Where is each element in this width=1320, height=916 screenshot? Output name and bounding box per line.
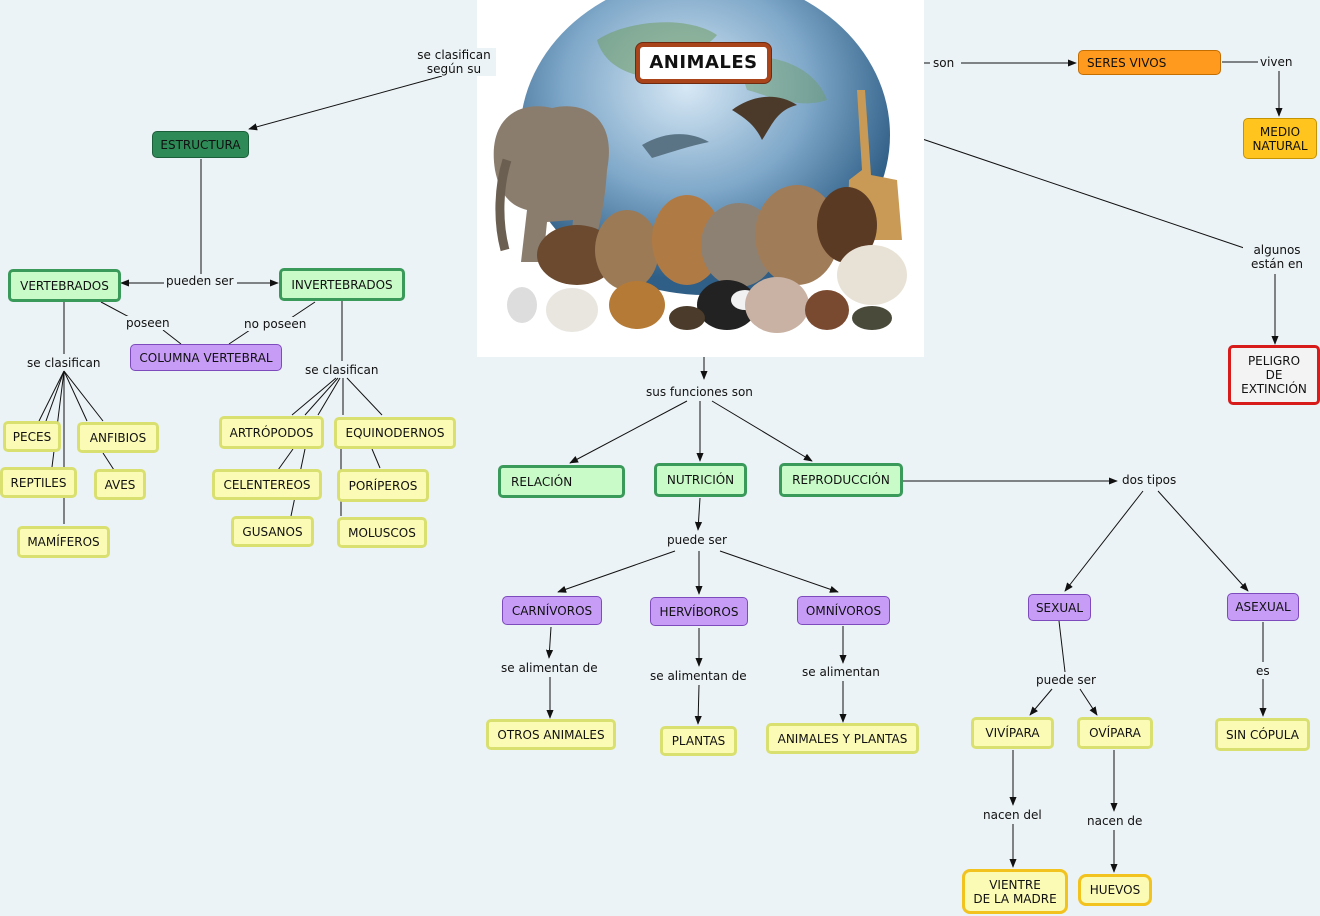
concept-otros-animales[interactable]: OTROS ANIMALES [486, 719, 616, 750]
concept-moluscos[interactable]: MOLUSCOS [337, 517, 427, 548]
concept-nutricion[interactable]: NUTRICIÓN [654, 463, 747, 497]
concept-vivipara[interactable]: VIVÍPARA [971, 717, 1054, 749]
concept-asexual[interactable]: ASEXUAL [1227, 593, 1299, 621]
concept-herviboros[interactable]: HERVÍBOROS [650, 597, 748, 626]
link-dos-tipos: dos tipos [1120, 473, 1179, 487]
concept-ovipara[interactable]: OVÍPARA [1077, 717, 1153, 749]
concept-celentereos[interactable]: CELENTEREOS [212, 469, 322, 500]
concept-animales-y-plantas[interactable]: ANIMALES Y PLANTAS [766, 723, 919, 754]
concept-seres-vivos[interactable]: SERES VIVOS [1078, 50, 1221, 75]
concept-peces[interactable]: PECES [3, 421, 61, 452]
concept-huevos[interactable]: HUEVOS [1078, 874, 1152, 906]
concept-reptiles[interactable]: REPTILES [0, 467, 77, 498]
concept-equinodernos[interactable]: EQUINODERNOS [334, 417, 456, 449]
concept-mamiferos[interactable]: MAMÍFEROS [17, 526, 110, 558]
concept-poriferos[interactable]: PORÍPEROS [337, 469, 429, 502]
concept-vientre-de-la-madre[interactable]: VIENTRE DE LA MADRE [962, 869, 1068, 914]
link-son: son [931, 56, 957, 70]
link-algunos-estan-en: algunos están en [1243, 243, 1311, 271]
concept-carnivoros[interactable]: CARNÍVOROS [502, 596, 602, 625]
link-se-clasifican-vertebrados: se clasifican [25, 356, 103, 370]
link-nacen-de: nacen de [1085, 814, 1145, 828]
link-se-alimentan-de-carnivoros: se alimentan de [499, 661, 600, 675]
link-se-alimentan-omnivoros: se alimentan [800, 665, 882, 679]
concept-medio-natural[interactable]: MEDIO NATURAL [1243, 118, 1317, 159]
concept-vertebrados[interactable]: VERTEBRADOS [8, 269, 121, 302]
link-no-poseen: no poseen [242, 317, 309, 331]
link-viven: viven [1258, 55, 1295, 69]
concept-columna-vertebral[interactable]: COLUMNA VERTEBRAL [130, 344, 282, 371]
link-es: es [1254, 664, 1272, 678]
link-puede-ser-nutricion: puede ser [665, 533, 729, 547]
concept-relacion[interactable]: RELACIÓN [498, 465, 625, 498]
link-se-clasifican-segun: se clasifican según su [412, 48, 496, 76]
link-pueden-ser: pueden ser [164, 274, 236, 288]
concept-sin-copula[interactable]: SIN CÓPULA [1215, 718, 1310, 751]
link-sus-funciones-son: sus funciones son [644, 385, 755, 399]
concept-reproduccion[interactable]: REPRODUCCIÓN [779, 463, 903, 497]
concept-artropodos[interactable]: ARTRÓPODOS [219, 416, 324, 449]
concept-animales[interactable]: ANIMALES [636, 43, 771, 83]
concept-peligro-de-extincion[interactable]: PELIGRO DE EXTINCIÓN [1228, 345, 1320, 405]
concept-invertebrados[interactable]: INVERTEBRADOS [279, 268, 405, 301]
concept-omnivoros[interactable]: OMNÍVOROS [797, 596, 890, 625]
link-se-alimentan-de-herviboros: se alimentan de [648, 669, 749, 683]
animals-photo-icon [493, 0, 907, 333]
link-puede-ser-sexual: puede ser [1034, 673, 1098, 687]
concept-gusanos[interactable]: GUSANOS [231, 516, 314, 547]
concept-estructura[interactable]: ESTRUCTURA [152, 131, 249, 158]
link-nacen-del: nacen del [981, 808, 1044, 822]
concept-plantas[interactable]: PLANTAS [660, 726, 737, 756]
link-se-clasifican-invertebrados: se clasifican [303, 363, 381, 377]
concept-anfibios[interactable]: ANFIBIOS [77, 422, 159, 453]
concept-aves[interactable]: AVES [94, 469, 146, 500]
link-poseen: poseen [124, 316, 172, 330]
concept-sexual[interactable]: SEXUAL [1028, 594, 1091, 621]
